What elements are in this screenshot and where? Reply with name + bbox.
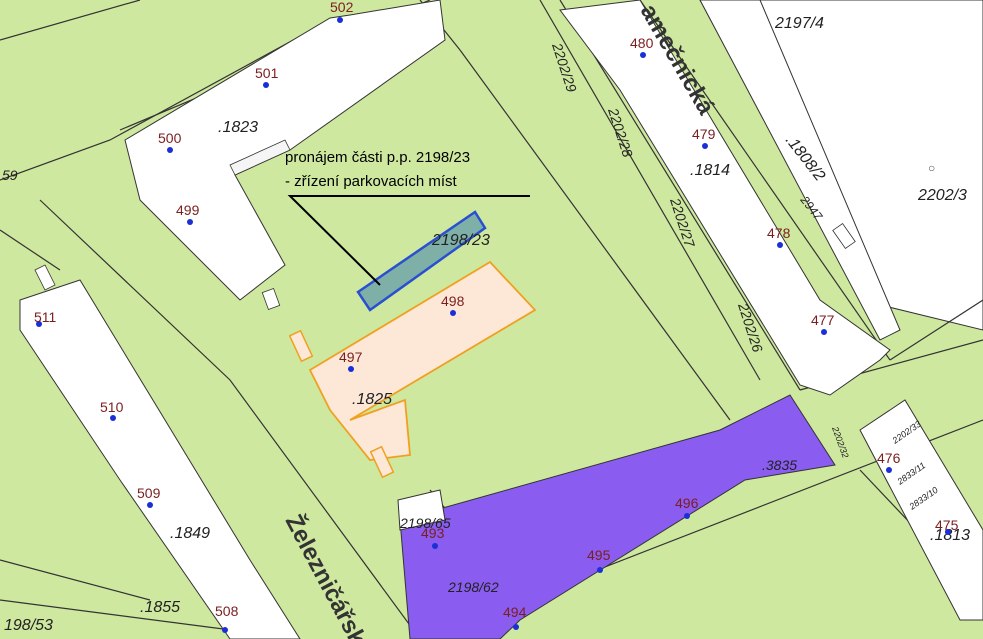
- address-point: [640, 52, 646, 58]
- address-point: [167, 147, 173, 153]
- address-point: [450, 310, 456, 316]
- address-point: [36, 321, 42, 327]
- parcel-label: .1823: [218, 119, 258, 136]
- address-point: [684, 513, 690, 519]
- house-number: 508: [215, 603, 239, 619]
- parcel-label: 2202/3: [917, 187, 967, 204]
- search-icon: ○: [928, 161, 935, 175]
- building-3835-notch: [397, 489, 446, 531]
- house-number: 475: [935, 517, 959, 533]
- building-1814: [559, 0, 891, 396]
- house-number: 499: [176, 202, 200, 218]
- address-point: [432, 543, 438, 549]
- building-3835: [399, 394, 836, 639]
- house-number: 498: [441, 293, 465, 309]
- lease-area-2198-23[interactable]: [356, 210, 487, 312]
- parcel-label: .1814: [690, 162, 730, 179]
- house-number: 478: [767, 225, 791, 241]
- house-number: 501: [255, 65, 279, 81]
- house-number: 497: [339, 349, 363, 365]
- parcel-label: .1855: [140, 599, 180, 616]
- annex-highlight: [288, 329, 314, 363]
- house-number: 477: [811, 312, 835, 328]
- address-point: [147, 502, 153, 508]
- address-point: [702, 143, 708, 149]
- address-point: [222, 627, 228, 633]
- parcel-label: 2198/65: [399, 515, 451, 531]
- house-number: 494: [503, 604, 527, 620]
- parcel-label: .3835: [762, 457, 797, 473]
- parcel-label: .1849: [170, 525, 210, 542]
- address-point: [777, 242, 783, 248]
- parcel-label: 198/53: [4, 617, 53, 634]
- house-number: 502: [330, 0, 354, 15]
- address-point: [110, 415, 116, 421]
- parcel-label: 2198/23: [431, 232, 490, 249]
- parcel-label: 2197/4: [774, 15, 824, 32]
- address-point: [348, 366, 354, 372]
- garage: [261, 287, 281, 311]
- house-number: 510: [100, 399, 124, 415]
- parcel-label: 2198/62: [447, 579, 499, 595]
- building-shed: [34, 264, 56, 291]
- annotation-leader: [287, 195, 530, 286]
- house-number: 495: [587, 547, 611, 563]
- house-number: 511: [34, 309, 57, 325]
- parcel-label: .1825: [352, 391, 392, 408]
- building-1823-annex: [229, 139, 291, 176]
- annex-highlight: [369, 445, 395, 479]
- address-point: [945, 529, 951, 535]
- building-1825-highlight: [308, 260, 537, 461]
- parcel-label: 59: [2, 167, 18, 183]
- house-number: 493: [421, 525, 445, 541]
- parcel-label: .1813: [930, 527, 970, 544]
- address-point: [187, 219, 193, 225]
- address-point: [513, 624, 519, 630]
- address-point: [597, 567, 603, 573]
- annotation-line-1: pronájem části p.p. 2198/23: [285, 149, 470, 166]
- road-area: [699, 0, 901, 341]
- building-1813: [859, 399, 983, 621]
- address-point: [337, 17, 343, 23]
- house-number: 496: [675, 495, 699, 511]
- annotation-line-2: - zřízení parkovacích míst: [285, 173, 458, 190]
- address-points: [36, 17, 951, 633]
- house-number: 479: [692, 126, 716, 142]
- garage: [832, 222, 856, 250]
- address-point: [821, 329, 827, 335]
- house-number: 476: [877, 450, 901, 466]
- house-number: 480: [630, 35, 654, 51]
- building-1849: [19, 279, 301, 639]
- address-point: [886, 467, 892, 473]
- house-number: 500: [158, 130, 182, 146]
- address-point: [263, 82, 269, 88]
- house-number: 509: [137, 485, 161, 501]
